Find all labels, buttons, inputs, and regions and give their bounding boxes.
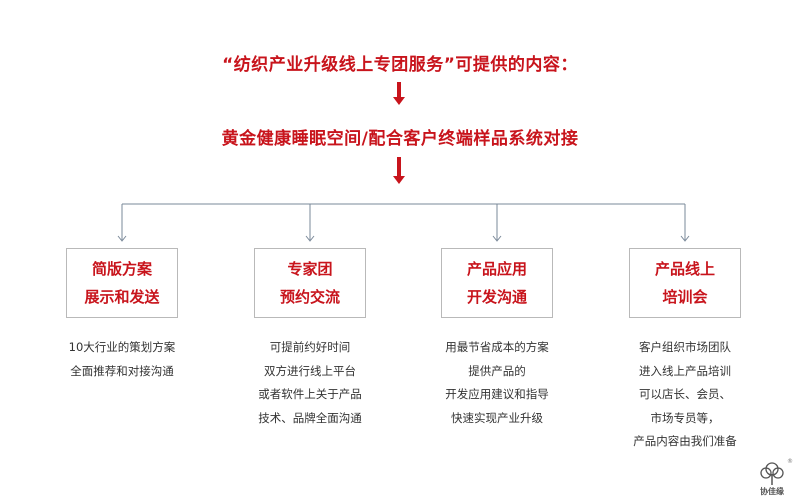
down-arrow-1-shaft [397,82,401,98]
branch-box-2: 专家团 预约交流 [254,248,366,318]
registered-mark: ® [787,458,793,465]
branch-desc-4: 客户组织市场团队 进入线上产品培训 可以店长、会员、 市场专员等， 产品内容由我… [585,336,785,454]
brand-logo-text: 协佳缘 [760,487,784,496]
branch-desc-3-line-2: 提供产品的 [468,363,526,378]
branch-box-2-line-1: 专家团 [287,260,333,278]
branch-box-1-line-2: 展示和发送 [84,288,160,306]
branch-desc-3-line-3: 开发应用建议和指导 [445,387,549,401]
down-arrow-1-head [393,97,405,105]
branch-box-4: 产品线上 培训会 [629,248,741,318]
branch-desc-1-line-1: 10大行业的策划方案 [68,340,176,354]
branch-desc-4-line-1: 客户组织市场团队 [639,340,731,354]
connector-arrowhead-2 [305,235,315,242]
branch-box-1-line-1: 简版方案 [91,260,152,278]
branch-box-3-line-1: 产品应用 [466,260,527,278]
branch-desc-3-line-1: 用最节省成本的方案 [445,340,549,354]
branch-desc-1-line-2: 全面推荐和对接沟通 [70,363,174,378]
down-arrow-2-head [393,176,405,184]
branch-desc-2-line-4: 技术、品牌全面沟通 [258,410,362,425]
branch-desc-4-line-4: 市场专员等， [650,410,720,425]
branch-desc-4-line-2: 进入线上产品培训 [639,363,731,378]
connector-arrowhead-3 [492,235,502,242]
branch-box-2-line-2: 预约交流 [279,288,340,306]
branch-box-1: 简版方案 展示和发送 [66,248,178,318]
connector-arrowhead-1 [117,235,127,242]
diagram-heading: “纺织产业升级线上专团服务”可提供的内容： [222,55,578,75]
branch-box-4-line-1: 产品线上 [654,260,715,278]
branch-desc-2: 可提前约好时间 双方进行线上平台 或者软件上关于产品 技术、品牌全面沟通 [210,336,410,430]
branch-box-3: 产品应用 开发沟通 [441,248,553,318]
down-arrow-2-shaft [397,157,401,177]
branch-desc-4-line-3: 可以店长、会员、 [639,387,731,401]
branch-desc-3-line-4: 快速实现产业升级 [451,410,543,425]
branch-desc-4-line-5: 产品内容由我们准备 [633,434,737,448]
tree-icon [760,462,784,485]
connector-arrowhead-4 [680,235,690,242]
branch-box-4-line-2: 培训会 [662,288,708,306]
diagram-subheading: 黄金健康睡眠空间/配合客户终端样品系统对接 [221,129,579,149]
brand-logo: 协佳缘 [756,460,788,500]
branch-desc-2-line-1: 可提前约好时间 [269,340,351,354]
branch-desc-2-line-2: 双方进行线上平台 [264,363,356,378]
branch-desc-3: 用最节省成本的方案 提供产品的 开发应用建议和指导 快速实现产业升级 [397,336,597,430]
branch-desc-2-line-3: 或者软件上关于产品 [258,387,362,401]
branch-desc-1: 10大行业的策划方案 全面推荐和对接沟通 [22,336,222,383]
branch-box-3-line-2: 开发沟通 [466,288,527,306]
